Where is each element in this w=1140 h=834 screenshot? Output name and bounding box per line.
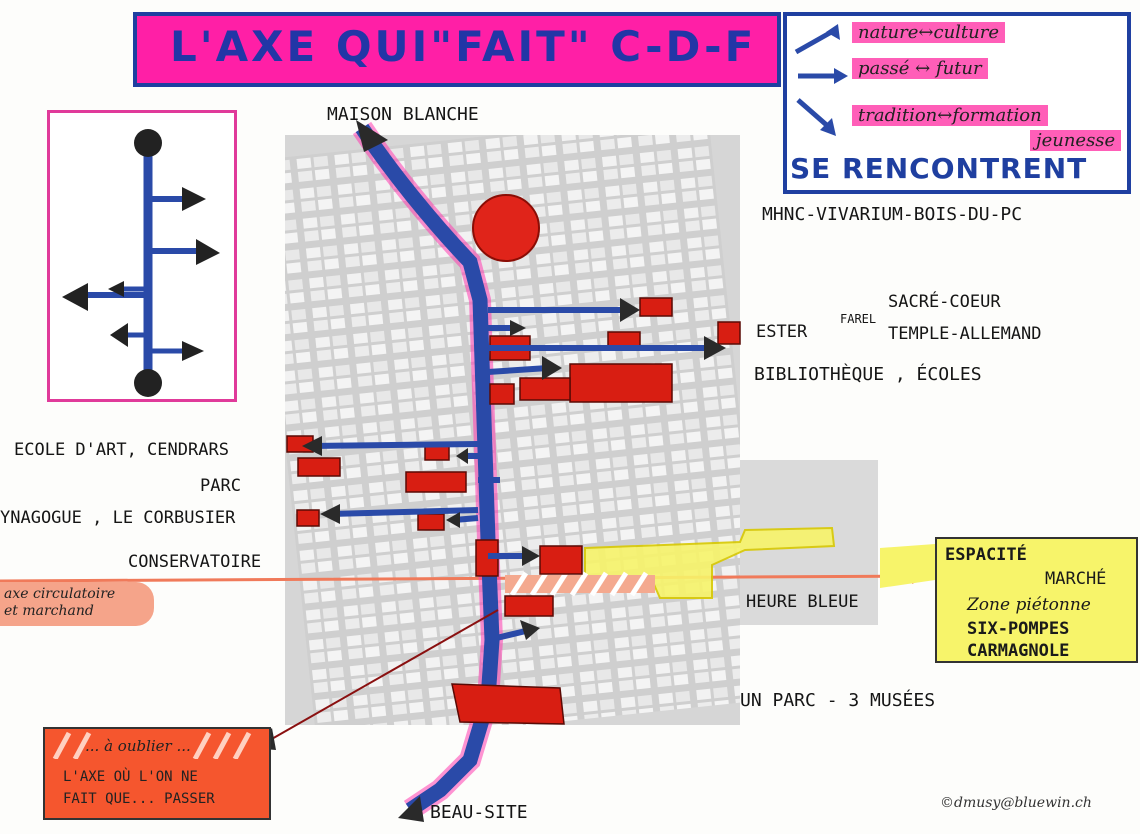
label-sacre-coeur: SACRÉ-COEUR bbox=[888, 292, 1001, 312]
circulation-line-2: et marchand bbox=[4, 603, 94, 619]
label-heure-bleue: HEURE BLEUE bbox=[746, 592, 859, 612]
espacite-six-pompes: SIX-POMPES bbox=[967, 619, 1070, 639]
espacite-zone: Zone piétonne bbox=[967, 595, 1091, 615]
themes-footer: SE RENCONTRENT bbox=[790, 152, 1088, 185]
espacite-carmagnole: CARMAGNOLE bbox=[967, 641, 1070, 661]
axis-schema-icon bbox=[62, 129, 220, 397]
label-maison-blanche: MAISON BLANCHE bbox=[327, 104, 479, 125]
circulation-line-1: axe circulatoire bbox=[4, 586, 116, 602]
espacite-box: ESPACITÉ MARCHÉ Zone piétonne SIX-POMPES… bbox=[935, 537, 1138, 663]
circulation-axis-label: axe circulatoire et marchand bbox=[0, 582, 154, 626]
label-ecole-art: ECOLE D'ART, CENDRARS bbox=[14, 440, 229, 460]
theme-passe-futur: passé ↔ futur bbox=[852, 58, 988, 79]
forget-heading: ... à oublier ... bbox=[85, 737, 191, 755]
espacite-title: ESPACITÉ bbox=[945, 545, 1027, 565]
hatch-stripe bbox=[52, 731, 252, 759]
theme-jeunesse: jeunesse bbox=[1030, 130, 1122, 151]
label-temple-allemand: TEMPLE-ALLEMAND bbox=[888, 324, 1042, 344]
label-parc: PARC bbox=[200, 476, 241, 496]
label-mhnc-vivarium: MHNC-VIVARIUM-BOIS-DU-PC bbox=[762, 204, 1023, 225]
label-synagogue: YNAGOGUE , LE CORBUSIER bbox=[0, 508, 236, 528]
label-bibliotheque: BIBLIOTHÈQUE , ÉCOLES bbox=[754, 364, 982, 385]
label-ester: ESTER bbox=[756, 322, 808, 342]
credit-text: ©dmusy@bluewin.ch bbox=[940, 795, 1092, 811]
label-farel: FAREL bbox=[840, 312, 877, 326]
forget-line-2: FAIT QUE... PASSER bbox=[63, 791, 215, 807]
forget-line-1: L'AXE OÙ L'ON NE bbox=[63, 769, 198, 785]
forget-box: ... à oublier ... L'AXE OÙ L'ON NE FAIT … bbox=[43, 727, 271, 820]
theme-nature-culture: nature↔culture bbox=[852, 22, 1006, 43]
espacite-marche: MARCHÉ bbox=[1045, 569, 1107, 589]
label-conservatoire: CONSERVATOIRE bbox=[128, 552, 262, 572]
theme-tradition-formation: tradition↔formation bbox=[852, 105, 1048, 126]
label-beau-site: BEAU-SITE bbox=[430, 802, 528, 823]
title-banner bbox=[133, 12, 781, 87]
label-un-parc-3-musees: UN PARC - 3 MUSÉES bbox=[740, 690, 936, 711]
axis-legend-diagram bbox=[47, 110, 237, 402]
theme-arrows-icon bbox=[794, 24, 848, 136]
map-title: L'AXE QUI"FAIT" C-D-F bbox=[170, 22, 757, 71]
